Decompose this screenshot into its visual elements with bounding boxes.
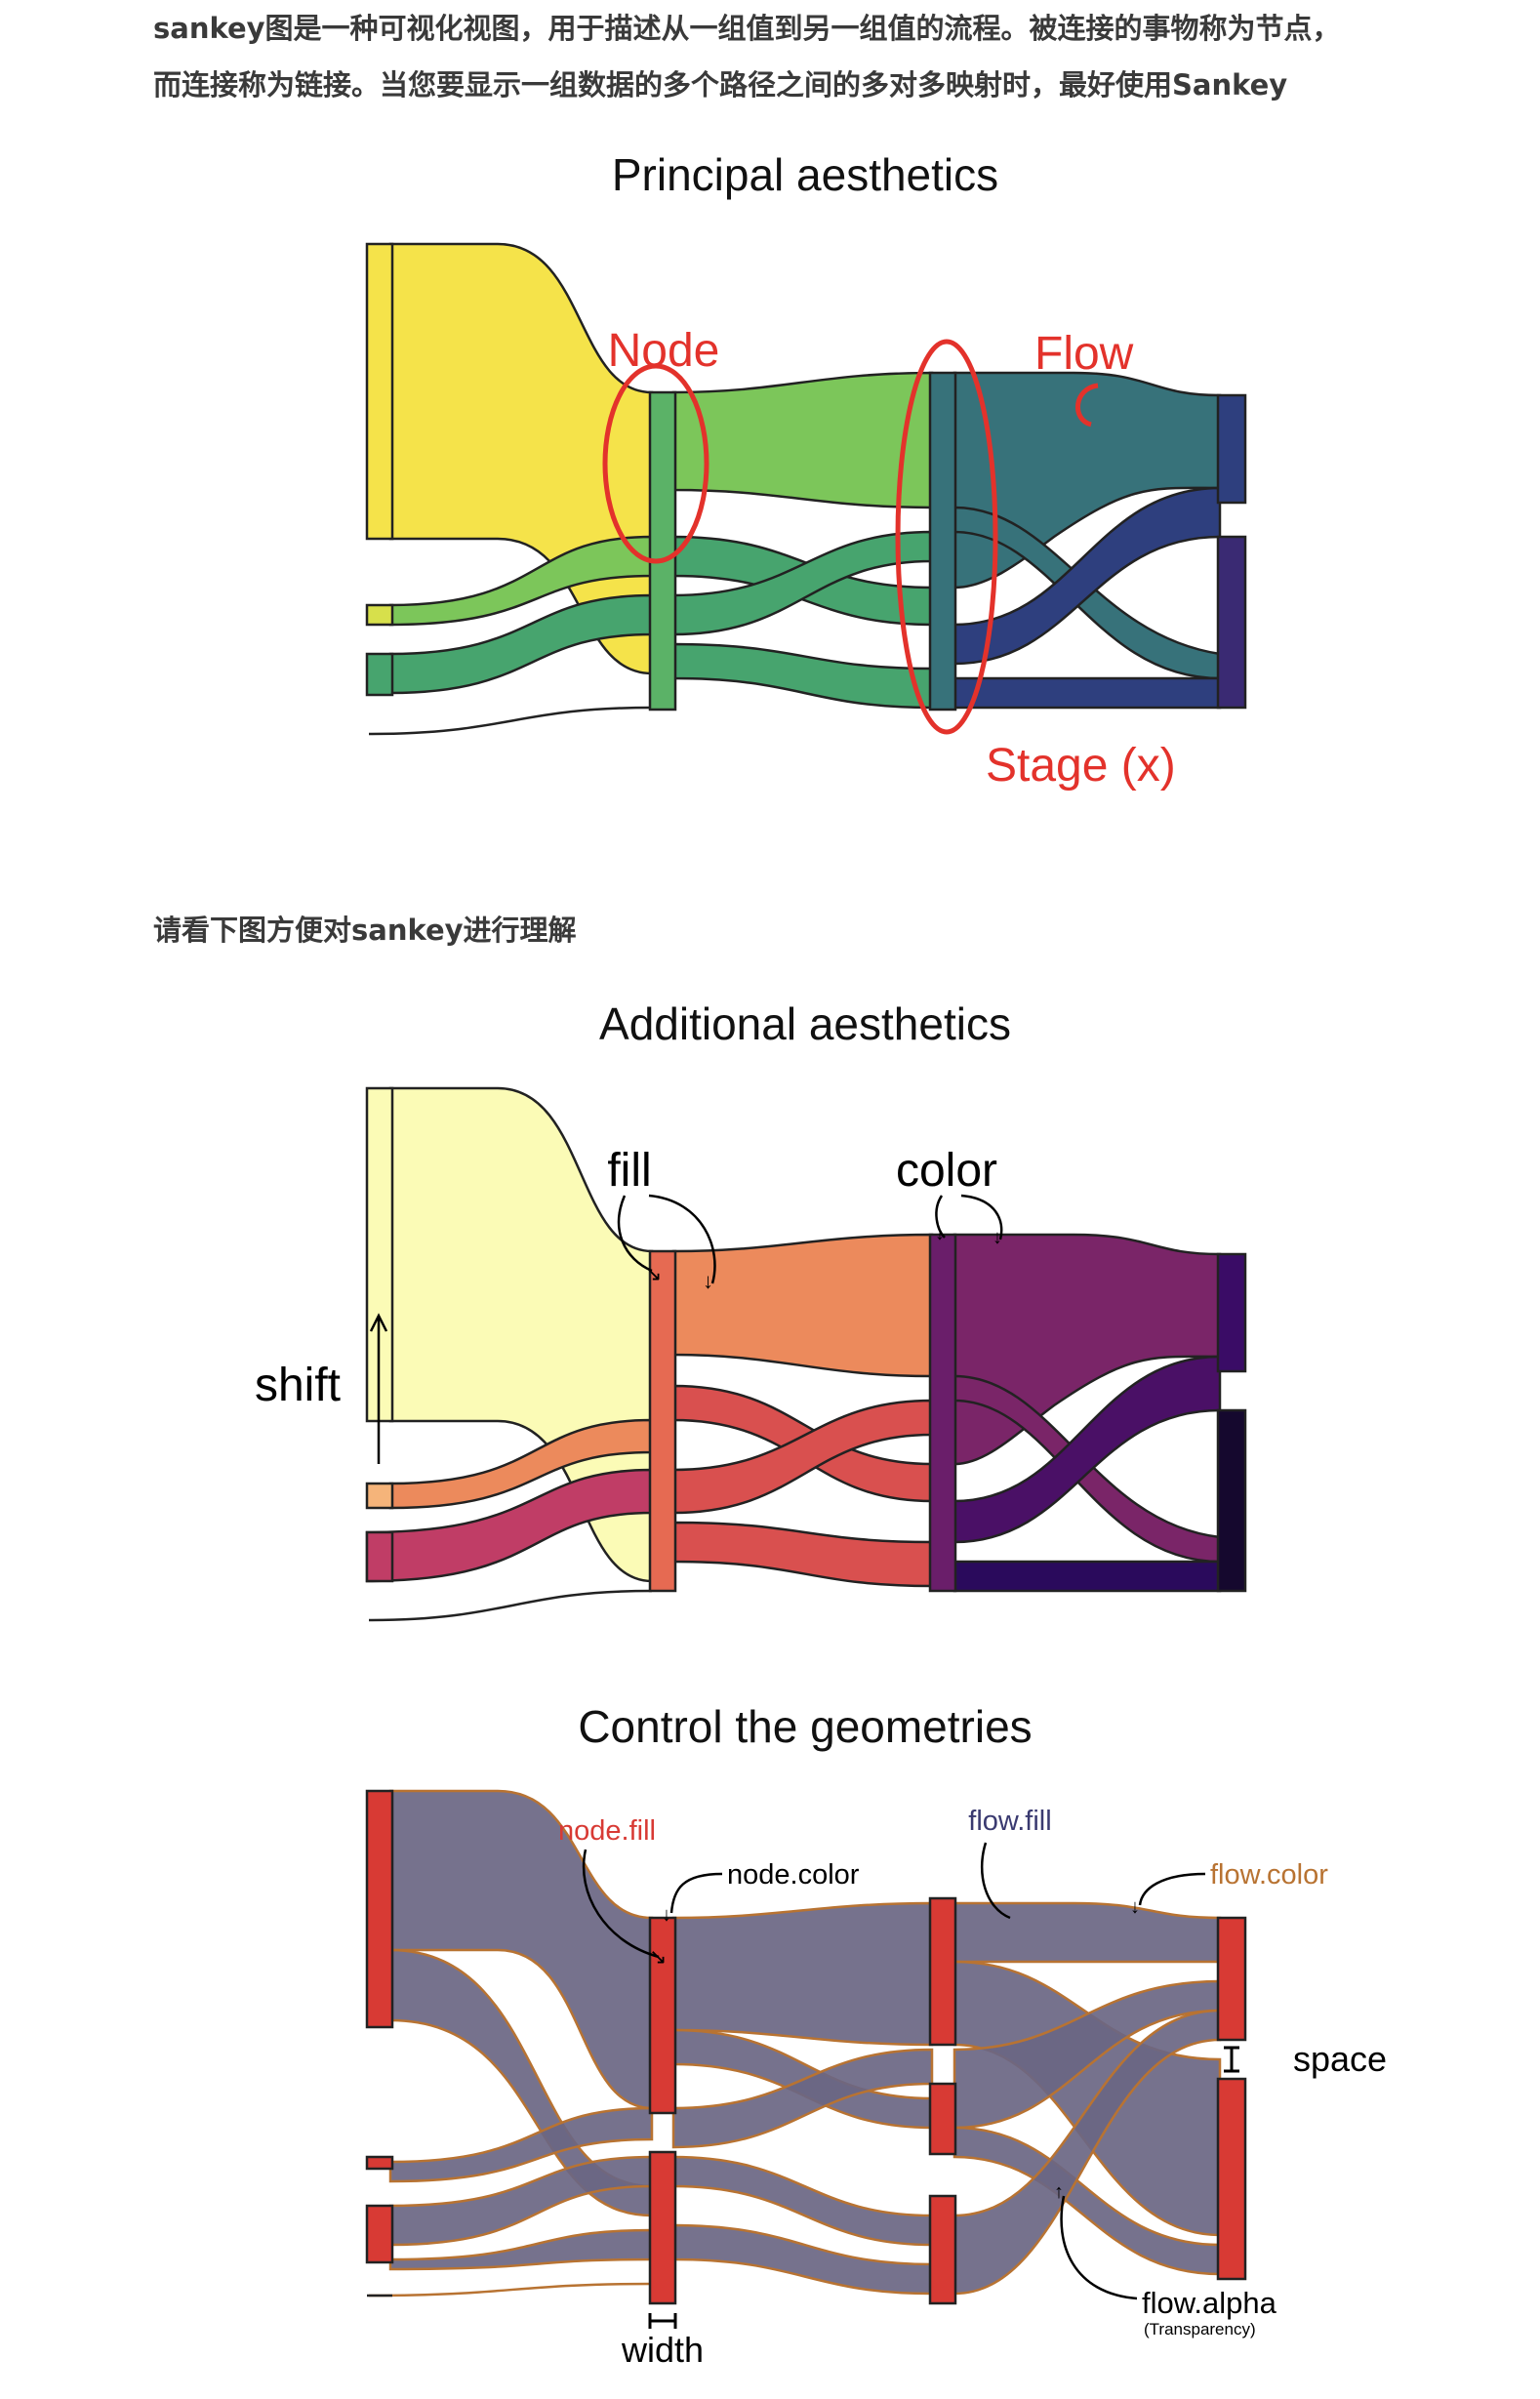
transparency-label: (Transparency)	[1144, 2320, 1256, 2338]
node-fill-arrowhead: ↘	[649, 1944, 667, 1969]
flow-fill-arrow	[981, 1842, 1011, 1920]
fig1-flow	[671, 371, 934, 509]
fig3-node	[365, 2155, 394, 2171]
fig3-node	[648, 2150, 677, 2305]
additional-aesthetics-diagram: Additional aesthetics fill ↘ ↓ color ↓ ↓…	[255, 998, 1247, 1622]
mid-paragraph: 请看下图方便对sankey进行理解	[153, 914, 577, 947]
shift-annotation-label: shift	[255, 1360, 341, 1411]
fig2-node	[365, 1482, 394, 1510]
flow-alpha-arrowhead: ↑	[1054, 2181, 1064, 2203]
node-fill-arrow	[582, 1849, 660, 1959]
node-color-arrowhead: ↓	[662, 1904, 671, 1926]
fig1-node	[648, 390, 677, 712]
fig3-flow-outline	[368, 2282, 653, 2297]
fig3-node	[928, 2082, 957, 2156]
fig3-node	[365, 2204, 394, 2264]
color-arrowhead: ↓	[993, 1227, 1002, 1248]
fill-arrow	[648, 1194, 716, 1284]
fig3-node	[365, 1789, 394, 2029]
node-color-arrow	[669, 1872, 723, 1914]
flow-color-arrow	[1138, 1872, 1206, 1906]
flow-fill-label: flow.fill	[968, 1806, 1051, 1837]
stage-annotation-ellipse	[895, 339, 998, 735]
fig3-flow	[671, 1901, 934, 2047]
flow-alpha-label: flow.alpha	[1142, 2286, 1277, 2320]
fig2-flow	[671, 1521, 934, 1588]
color-annotation-label: color	[896, 1145, 997, 1197]
intro-line-2: 而连接称为链接。当您要显示一组数据的多个路径之间的多对多映射时，最好使用Sank…	[153, 68, 1288, 102]
fig3-flow	[952, 1901, 1222, 1964]
flow-alpha-arrow	[1060, 2195, 1138, 2300]
intro-line-1: sankey图是一种可视化视图，用于描述从一组值到另一组值的流程。被连接的事物称…	[153, 12, 1341, 45]
fill-annotation-label: fill	[607, 1145, 651, 1197]
width-label: width	[621, 2330, 704, 2370]
fill-arrowhead: ↘	[644, 1261, 662, 1285]
fig2-node	[928, 1233, 957, 1593]
fig2-flow	[952, 1355, 1222, 1544]
color-arrow	[960, 1194, 1003, 1240]
fig3-node	[928, 1896, 957, 2047]
fig3-node	[648, 1916, 677, 2115]
fig1-node	[365, 603, 394, 627]
fig1-node	[365, 652, 394, 697]
fig1-flow	[671, 642, 934, 710]
fig2-title: Additional aesthetics	[599, 998, 1011, 1049]
fig2-node	[365, 1530, 394, 1583]
node-annotation-label: Node	[608, 325, 720, 377]
fig1-node	[1216, 535, 1247, 710]
fill-arrow	[617, 1195, 653, 1273]
fig2-node	[648, 1249, 677, 1593]
space-label: space	[1293, 2039, 1387, 2079]
fig3-title: Control the geometries	[578, 1701, 1032, 1752]
fig3-flow	[388, 2106, 654, 2183]
fig2-node	[1216, 1408, 1247, 1593]
fig1-node	[365, 242, 394, 541]
color-arrow	[935, 1195, 946, 1239]
flow-color-arrowhead: ↓	[1130, 1896, 1140, 1918]
fig3-node	[1216, 2077, 1247, 2281]
fig3-node	[1216, 1916, 1247, 2042]
fig1-flow	[952, 676, 1222, 710]
fig3-node	[928, 2194, 957, 2305]
flow-annotation-label: Flow	[1034, 328, 1134, 380]
shift-arrowhead	[369, 1313, 388, 1332]
fig2-flow	[952, 1560, 1222, 1593]
node-color-label: node.color	[727, 1859, 860, 1891]
fig1-flow	[368, 706, 653, 736]
fig2-flow	[671, 1233, 934, 1378]
flow-color-label: flow.color	[1210, 1859, 1328, 1891]
fig2-flow	[368, 1589, 653, 1622]
fill-arrowhead: ↓	[703, 1269, 713, 1293]
fig1-title: Principal aesthetics	[612, 149, 998, 200]
principal-aesthetics-diagram: Principal aesthetics Node Stage (x) Flow	[365, 149, 1247, 792]
color-arrowhead: ↓	[935, 1223, 945, 1244]
control-geometries-diagram: Control the geometries node.fil	[365, 1701, 1387, 2370]
fig1-node	[1216, 393, 1247, 505]
fig2-node	[1216, 1252, 1247, 1373]
fig1-node	[928, 371, 957, 712]
node-fill-label: node.fill	[558, 1815, 656, 1847]
node-annotation-ellipse	[602, 363, 709, 564]
flow-annotation-hook	[1074, 383, 1099, 427]
stage-annotation-label: Stage (x)	[986, 740, 1176, 792]
